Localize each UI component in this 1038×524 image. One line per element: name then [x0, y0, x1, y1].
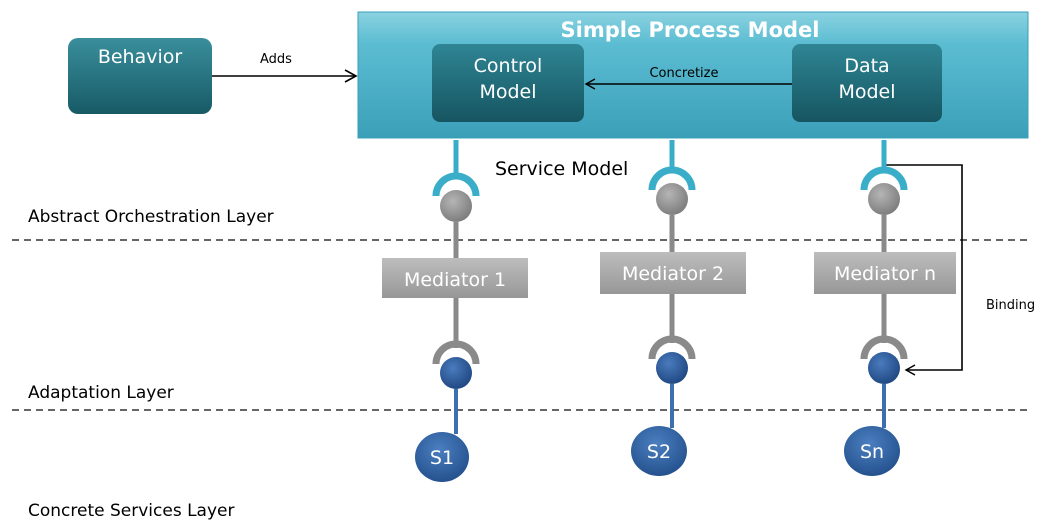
- simple-process-model-title: Simple Process Model: [561, 18, 820, 42]
- service-column-n: Mediator n Sn: [814, 140, 956, 476]
- service-column-2: Mediator 2 S2: [600, 140, 746, 476]
- interface-ball-grey: [656, 183, 688, 215]
- service-node: [415, 432, 469, 482]
- service-node: [631, 426, 687, 476]
- mediator-label: Mediator n: [834, 263, 936, 285]
- interface-ball-blue: [440, 357, 472, 389]
- data-model-label-line2: Model: [838, 81, 895, 103]
- adaptation-layer-label: Adaptation Layer: [28, 383, 174, 403]
- interface-ball-grey: [440, 190, 472, 222]
- binding-arrow: [886, 164, 963, 376]
- bottom-socket-icon: [648, 335, 696, 360]
- interface-ball-blue: [656, 352, 688, 384]
- service-node: [844, 426, 900, 476]
- adds-label: Adds: [260, 52, 292, 67]
- control-model-label-line2: Model: [479, 81, 536, 103]
- service-label: S1: [430, 447, 454, 469]
- mediator-label: Mediator 1: [404, 269, 506, 291]
- mediator-box: [814, 252, 956, 294]
- service-model-label: Service Model: [495, 158, 628, 180]
- control-model-box: [432, 44, 584, 122]
- concretize-label: Concretize: [649, 66, 718, 81]
- behavior-box: [68, 38, 212, 114]
- mediator-box: [600, 252, 746, 294]
- data-model-label-line1: Data: [844, 55, 889, 77]
- interface-ball-grey: [868, 183, 900, 215]
- control-model-label-line1: Control: [474, 55, 543, 77]
- mediator-box: [382, 258, 528, 298]
- mediator-label: Mediator 2: [622, 263, 724, 285]
- service-label: Sn: [860, 441, 884, 463]
- behavior-label: Behavior: [98, 46, 183, 68]
- service-column-1: Mediator 1 S1: [382, 140, 528, 482]
- service-label: S2: [647, 441, 671, 463]
- concrete-services-layer-label: Concrete Services Layer: [28, 501, 234, 521]
- binding-label: Binding: [986, 298, 1035, 313]
- top-socket-icon: [432, 172, 480, 197]
- interface-ball-blue: [868, 352, 900, 384]
- abstract-orchestration-layer-label: Abstract Orchestration Layer: [28, 207, 274, 227]
- bottom-socket-icon: [860, 335, 908, 360]
- top-socket-icon: [648, 166, 696, 191]
- top-socket-icon: [860, 166, 908, 191]
- data-model-box: [792, 44, 942, 122]
- bottom-socket-icon: [432, 340, 480, 365]
